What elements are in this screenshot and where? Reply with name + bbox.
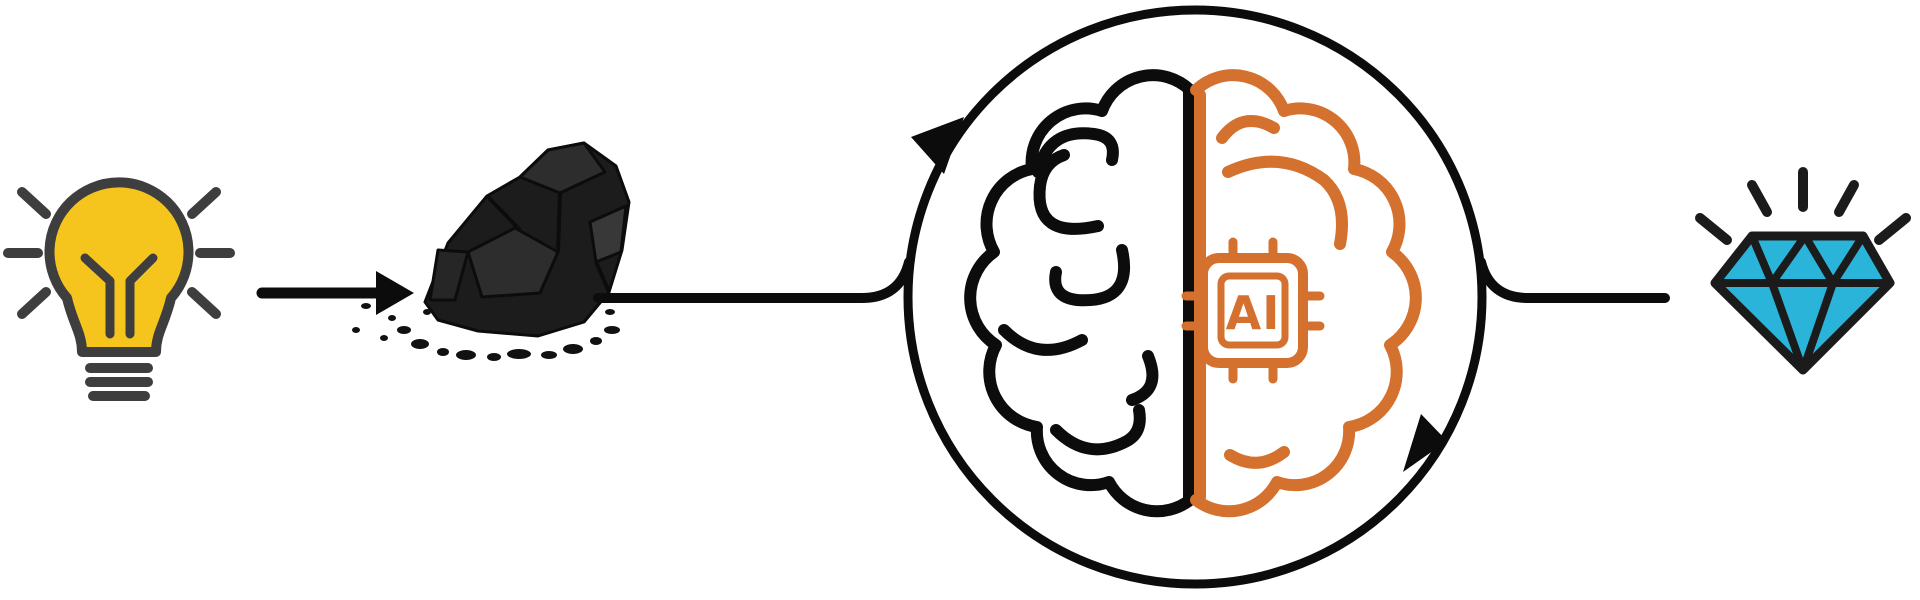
- brain-left-human-half: [964, 69, 1196, 518]
- cycle-circle: [903, 5, 1487, 589]
- flow-arrow-idea-to-coal: [256, 271, 414, 315]
- coal-icon: [352, 141, 631, 361]
- ai-chip-label: AI: [1226, 286, 1281, 340]
- input-connector-line: [593, 257, 914, 303]
- brain-icon: AI: [964, 69, 1422, 518]
- diamond-icon: [1695, 167, 1911, 375]
- lightbulb-glass: [44, 177, 194, 357]
- lightbulb-filament: [80, 253, 158, 339]
- coal-debris: [352, 303, 620, 361]
- lightbulb-base: [85, 363, 153, 401]
- coal-facet-lines: [485, 192, 611, 293]
- diamond-facet-lines: [1711, 232, 1894, 374]
- ai-chip-icon: AI: [1181, 237, 1325, 384]
- cycle-arrowhead-bottom-right-icon: [1403, 414, 1447, 472]
- diamond-sparkle-rays-icon: [1695, 167, 1911, 245]
- diamond-body: [1710, 231, 1895, 375]
- arrowhead-icon: [376, 271, 414, 315]
- cycle-arrowhead-top-left-icon: [911, 117, 964, 174]
- output-connector-line: [1476, 257, 1670, 303]
- lightbulb-rays-icon: [3, 187, 235, 319]
- lightbulb-icon: [3, 177, 235, 401]
